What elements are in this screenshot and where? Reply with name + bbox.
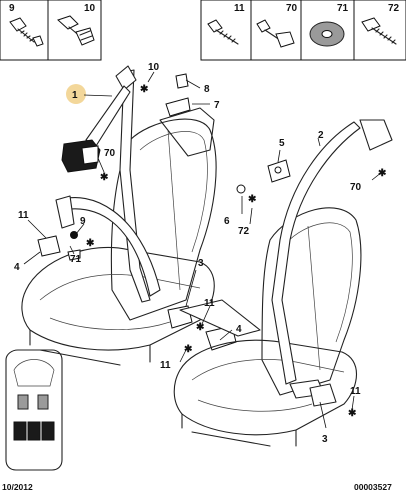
star-fixing-icon: ✱: [196, 322, 205, 333]
part-box-label-72: 72: [388, 3, 400, 14]
footer: 10/2012 00003527: [2, 482, 392, 492]
left-buckle-parts[interactable]: [37, 235, 261, 351]
part-box-11[interactable]: [200, 0, 252, 61]
callout-71: 71: [70, 254, 82, 265]
callout-7: 7: [214, 100, 220, 111]
part-box-72[interactable]: [353, 0, 406, 61]
callout-highlight: [66, 84, 86, 104]
callout-3-right: 3: [322, 434, 328, 445]
callout-70-b: 70: [350, 182, 362, 193]
header-right-part-boxes: 11 70 71 72: [200, 0, 406, 61]
callout-2: 2: [318, 130, 324, 141]
star-fixing-icon: ✱: [86, 238, 95, 249]
part-box-10[interactable]: [47, 0, 102, 61]
part-box-label-10: 10: [84, 3, 96, 14]
callout-5: 5: [279, 138, 285, 149]
spacer-71-icon: [67, 249, 81, 261]
callout-11-d: 11: [350, 386, 361, 397]
star-fixing-icon: ✱: [248, 194, 257, 205]
nut-70-icon: [256, 19, 295, 48]
part-box-label-71: 71: [337, 3, 349, 14]
star-fixing-icon: ✱: [378, 168, 387, 179]
callout-1: 1: [72, 90, 78, 101]
screw-72-icon: [361, 17, 397, 45]
callout-11-c: 11: [160, 360, 171, 371]
part-box-label-70: 70: [286, 3, 298, 14]
vehicle-location-icon: [5, 349, 63, 471]
callout-6: 6: [224, 216, 230, 227]
callout-8: 8: [204, 84, 210, 95]
callout-3-left: 3: [198, 258, 204, 269]
part-box-label-9: 9: [9, 3, 15, 14]
footer-date: 10/2012: [2, 482, 33, 492]
trim-7-icon: [165, 97, 191, 117]
cap-8-icon: [175, 73, 189, 89]
left-small-parts: [67, 73, 191, 261]
bolt-10-icon: [57, 15, 95, 46]
screw-9-icon: [9, 17, 44, 47]
star-fixing-icon: ✱: [140, 84, 149, 95]
footer-code: 00003527: [354, 482, 392, 492]
star-fixings: ✱ ✱ ✱ ✱ ✱ ✱ ✱ ✱: [86, 84, 387, 419]
callout-70-a: 70: [104, 148, 116, 159]
callout-11-b: 11: [204, 298, 215, 309]
part-box-label-11: 11: [234, 3, 245, 14]
callout-4-left: 4: [14, 262, 20, 273]
washer-71-icon: [309, 21, 345, 47]
callout-11-a: 11: [18, 210, 29, 221]
callout-numbers: 1 2 3 3 4 4 5 6 7 8 9 10 11 11 11 11 70 …: [14, 62, 362, 445]
part-box-70[interactable]: [250, 0, 302, 61]
right-seat-belt[interactable]: [236, 119, 393, 407]
bolt-9-icon: [70, 231, 78, 239]
screw-11-icon: [207, 19, 239, 45]
leader-lines: [23, 71, 383, 429]
star-fixing-icon: ✱: [184, 344, 193, 355]
callout-4-right: 4: [236, 324, 242, 335]
callout-10: 10: [148, 62, 160, 73]
callout-9: 9: [80, 216, 86, 227]
star-fixing-icon: ✱: [100, 172, 109, 183]
star-fixing-icon: ✱: [348, 408, 357, 419]
header-left-part-boxes: 9 10: [0, 0, 102, 61]
left-seat-belt[interactable]: [55, 65, 161, 303]
callout-72: 72: [238, 226, 250, 237]
part-box-9[interactable]: [0, 0, 49, 61]
left-seat: [21, 107, 217, 366]
cap-6-icon: [236, 184, 246, 194]
